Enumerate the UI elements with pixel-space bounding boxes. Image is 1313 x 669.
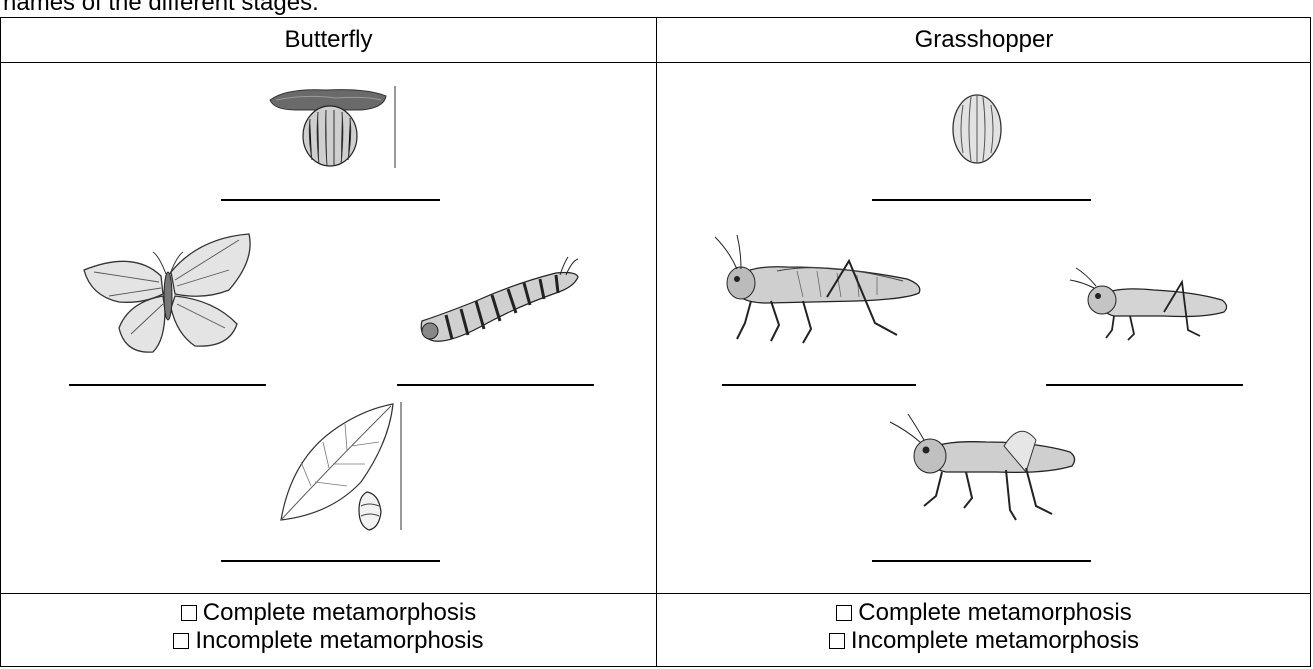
butterfly-caterpillar-image: [406, 243, 586, 363]
grasshopper-young-nymph-image: [1064, 260, 1232, 344]
butterfly-header: Butterfly: [1, 18, 656, 62]
option-label: Incomplete metamorphosis: [195, 627, 483, 655]
butterfly-caterpillar-answer-line[interactable]: [397, 384, 594, 386]
butterfly-adult-image: [79, 230, 257, 365]
header-divider: [1, 62, 1310, 63]
butterfly-incomplete-option[interactable]: Incomplete metamorphosis: [173, 627, 483, 655]
butterfly-pupa-image: [271, 402, 406, 532]
grasshopper-older-nymph-answer-line[interactable]: [872, 560, 1091, 562]
butterfly-metamorphosis-options: Complete metamorphosis Incomplete metamo…: [1, 593, 656, 669]
grasshopper-egg-image: [949, 91, 1005, 167]
grasshopper-adult-image: [707, 231, 929, 346]
grasshopper-metamorphosis-options: Complete metamorphosis Incomplete metamo…: [657, 593, 1311, 669]
butterfly-pupa-answer-line[interactable]: [221, 560, 440, 562]
option-label: Incomplete metamorphosis: [851, 627, 1139, 655]
butterfly-complete-option[interactable]: Complete metamorphosis: [181, 599, 476, 627]
option-label: Complete metamorphosis: [203, 599, 476, 627]
option-label: Complete metamorphosis: [858, 599, 1131, 627]
butterfly-egg-answer-line[interactable]: [221, 199, 440, 201]
grasshopper-adult-answer-line[interactable]: [722, 384, 916, 386]
butterfly-adult-answer-line[interactable]: [69, 384, 266, 386]
intro-line: names of the different stages.: [3, 0, 319, 17]
checkbox-icon[interactable]: [173, 633, 189, 649]
life-cycle-table: Butterfly Grasshopper: [0, 17, 1311, 667]
column-divider: [656, 18, 657, 666]
grasshopper-older-nymph-image: [886, 410, 1081, 528]
grasshopper-complete-option[interactable]: Complete metamorphosis: [836, 599, 1131, 627]
checkbox-icon[interactable]: [836, 605, 852, 621]
checkbox-icon[interactable]: [181, 605, 197, 621]
grasshopper-header: Grasshopper: [657, 18, 1311, 62]
checkbox-icon[interactable]: [829, 633, 845, 649]
butterfly-egg-image: [266, 84, 401, 169]
grasshopper-incomplete-option[interactable]: Incomplete metamorphosis: [829, 627, 1139, 655]
grasshopper-young-nymph-answer-line[interactable]: [1046, 384, 1243, 386]
grasshopper-egg-answer-line[interactable]: [872, 199, 1091, 201]
